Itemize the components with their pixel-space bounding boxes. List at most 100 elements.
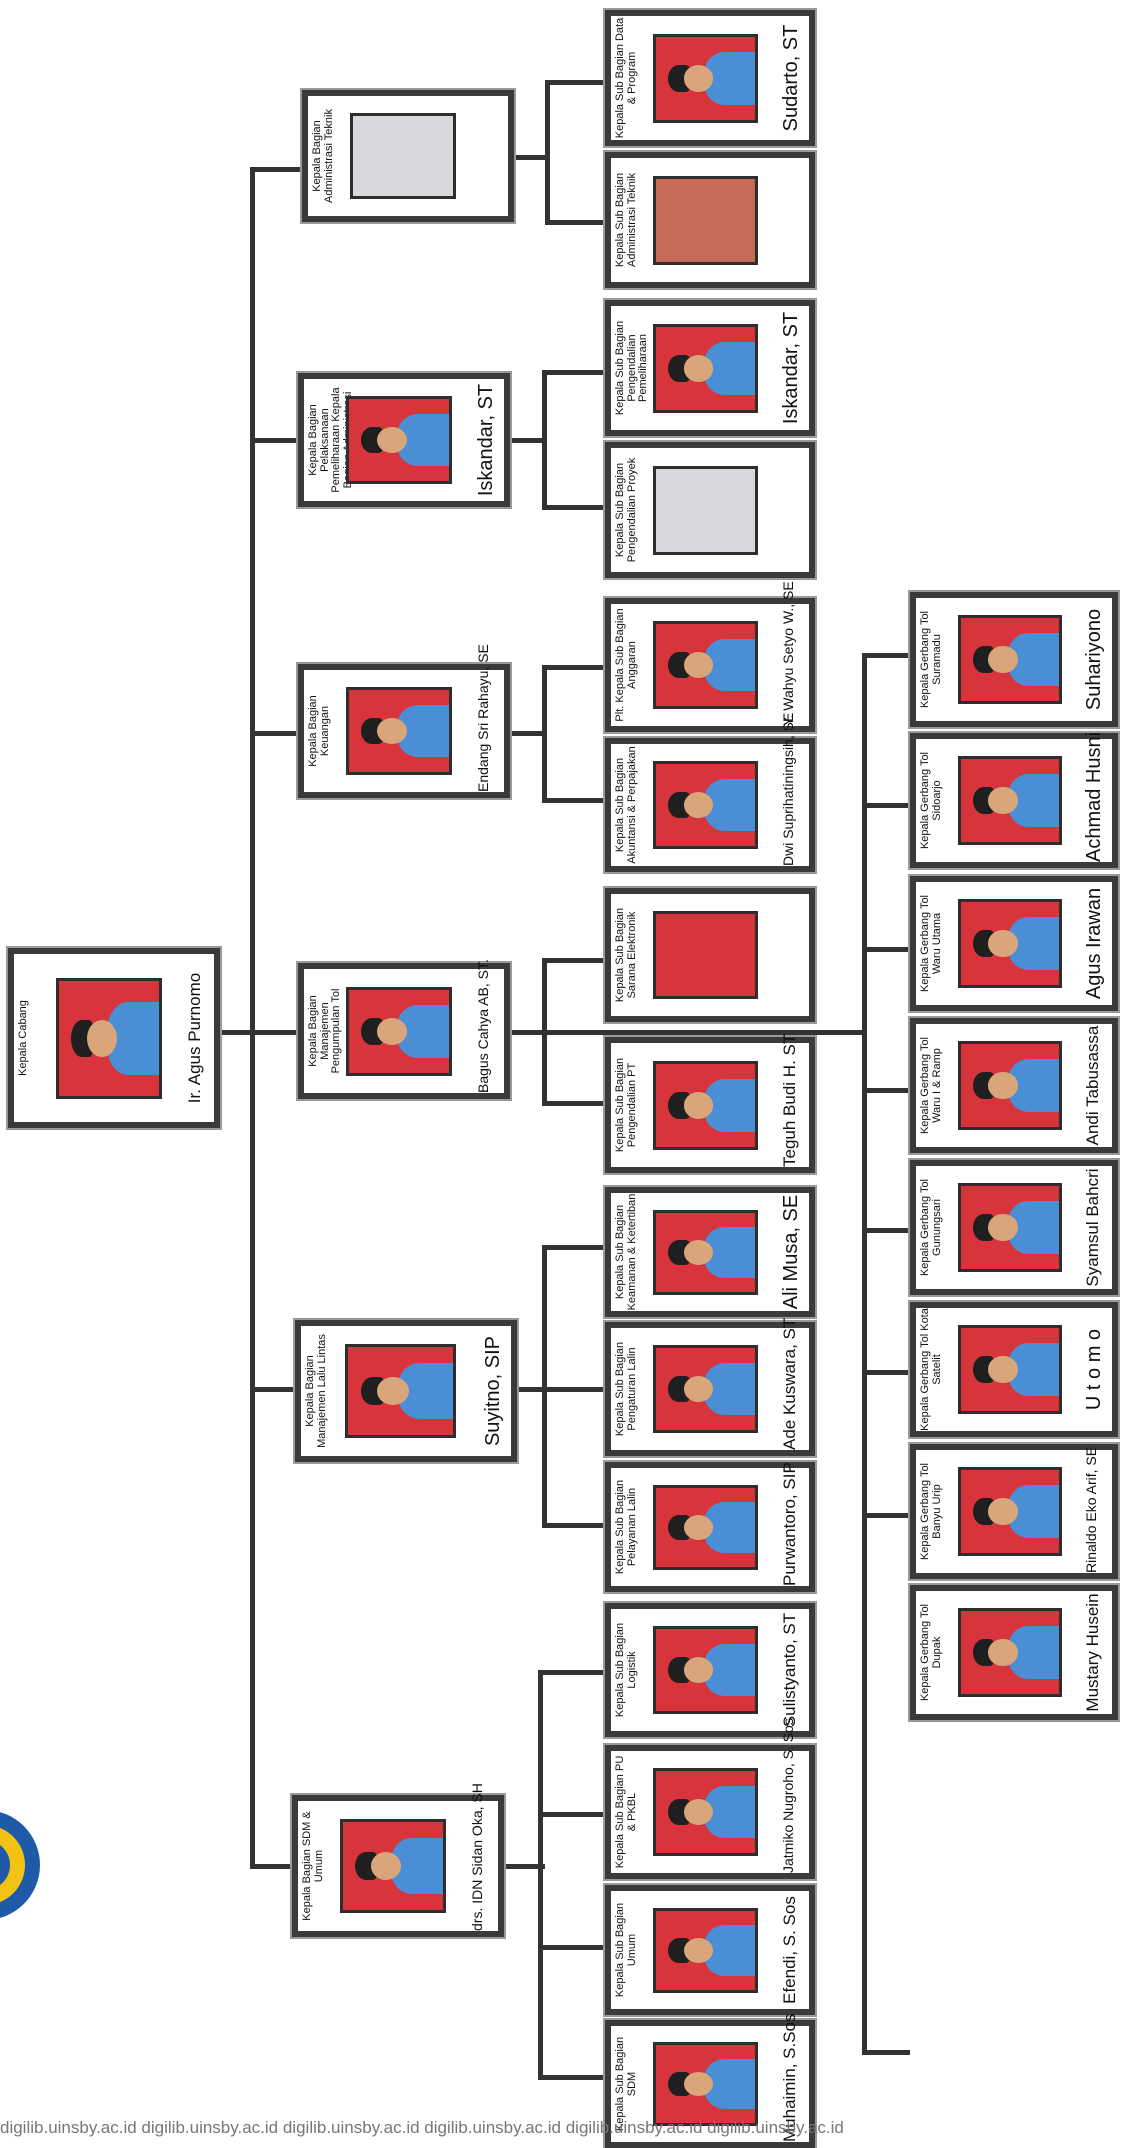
- connector-sub-spine-2: [542, 370, 547, 510]
- person-name: Jatmiko Nugroho, S. Sos: [780, 1718, 796, 1873]
- connector-sub-stub-6: [505, 1864, 545, 1869]
- connector-sub-stub-2: [505, 438, 545, 443]
- connector-gate-8: [862, 2050, 910, 2055]
- portrait-photo: [653, 176, 758, 265]
- portrait-photo: [653, 761, 758, 849]
- connector-gate-2: [862, 803, 910, 808]
- connector-sub-stub-1: [510, 155, 548, 160]
- portrait-photo: [958, 1608, 1062, 1697]
- connector-sub-2b: [542, 505, 605, 510]
- portrait-photo: [345, 1344, 456, 1438]
- portrait-photo: [958, 1467, 1062, 1556]
- connector-dept-4: [250, 1030, 298, 1035]
- company-logo-icon: [0, 1800, 46, 1930]
- position-title: Kepala Bagian SDM & Umum: [301, 1811, 325, 1921]
- position-title: Kepala Sub Bagian Pengendalian PT: [614, 1057, 638, 1153]
- dept-card-administrasi-teknik: Kepala Bagian Administrasi Teknik: [300, 88, 516, 224]
- dept-card-keuangan: Kepala Bagian Keuangan Endang Sri Rahayu,…: [296, 644, 512, 800]
- connector-sub-6b: [538, 1812, 605, 1817]
- portrait-photo: [340, 1819, 446, 1913]
- portrait-photo: [653, 621, 758, 709]
- position-title: Kepala Bagian Manajemen Lalu Lintas: [304, 1334, 328, 1448]
- dept-card-sdm-umum: Kepala Bagian SDM & Umum drs. IDN Sidan O…: [290, 1783, 506, 1939]
- position-title: Kepala Sub Bagian Keamanan & Ketertiban: [614, 1193, 638, 1311]
- person-name: Ali Musa, SE: [780, 1194, 802, 1310]
- position-title: Kepala Gerbang Tol Kota Satelit: [919, 1308, 943, 1431]
- position-title: Kepala Gerbang Tol Waru I & Ramp: [919, 1036, 943, 1135]
- position-title: Kepala Gerbang Tol Suramadu: [919, 610, 943, 709]
- position-title: Kepala Gerbang Tol Banyu Urip: [919, 1462, 943, 1561]
- watermark-footer: digilib.uinsby.ac.id digilib.uinsby.ac.i…: [0, 2118, 844, 2137]
- connector-sub-stub-3: [505, 731, 545, 736]
- sub-card-pengendalian-pemeliharaan: Kepala Sub Bagian Pengendalian Pemelihar…: [603, 298, 817, 438]
- position-title: Kepala Gerbang Tol Sidoarjo: [919, 751, 943, 850]
- position-title: Kepala Bagian Keuangan: [307, 695, 331, 767]
- sub-card-akuntansi: Kepala Sub Bagian Akuntansi & Perpajakan…: [603, 713, 817, 874]
- connector-sub-3a: [542, 665, 605, 670]
- sub-card-pengendalian-proyek: Kepala Sub Bagian Pengendalian Proyek: [603, 440, 817, 580]
- person-name: Sulistyanto, ST: [780, 1612, 799, 1728]
- person-name: Y. Wahyu Setyo W., SE: [780, 581, 796, 726]
- portrait-photo: [653, 1485, 758, 1570]
- person-name: Bagus Cahya AB, ST.: [475, 959, 491, 1093]
- portrait-photo: [653, 1345, 758, 1433]
- person-name: Suyitno, SIP: [482, 1335, 504, 1447]
- connector-sub-2a: [542, 370, 605, 375]
- portrait-photo: [346, 687, 452, 775]
- portrait-photo: [958, 1041, 1062, 1130]
- position-title: Kepala Sub Bagian Umum: [614, 1902, 638, 1998]
- dept-card-pengumpulan-tol: Kepala Bagian Manajemen Pengumpulan Tol B…: [296, 959, 512, 1101]
- position-title: Kepala Sub Bagian Logistik: [614, 1622, 638, 1718]
- position-title: Kepala Bagian Manajemen Pengumpulan Tol: [307, 988, 343, 1074]
- position-title: Kepala Sub Bagian Akuntansi & Perpajakan: [614, 746, 638, 864]
- person-name: Teguh Budi H. ST: [780, 1033, 799, 1167]
- connector-sub-spine-1: [545, 80, 550, 225]
- connector-sub-spine-3: [542, 665, 547, 803]
- portrait-photo: [958, 899, 1062, 988]
- sub-card-logistik: Kepala Sub Bagian Logistik Sulistyanto, S…: [603, 1601, 817, 1739]
- position-title: Kepala Sub Bagian Data & Program: [614, 17, 638, 139]
- connector-sub-3b: [542, 798, 605, 803]
- connector-sub-5c: [542, 1523, 605, 1528]
- connector-dept-spine: [250, 167, 255, 1869]
- portrait-photo: [346, 987, 452, 1076]
- connector-sub-4a: [542, 958, 605, 963]
- sub-card-sarana-elektronik: Kepala Sub Bagian Sarana Elektronik: [603, 886, 817, 1024]
- person-name: drs. IDN Sidan Oka, SH: [469, 1783, 485, 1931]
- portrait-photo: [958, 1183, 1062, 1272]
- portrait-photo: [958, 1325, 1062, 1414]
- person-name: Iskandar, ST: [780, 311, 802, 425]
- position-title: Kepala Sub Bagian PU & PKBL: [614, 1755, 638, 1869]
- person-name: Ir. Agus Purnomo: [185, 972, 204, 1104]
- connector-sub-6a: [538, 1670, 605, 1675]
- connector-dept-6: [250, 1864, 292, 1869]
- portrait-photo: [56, 978, 162, 1099]
- position-title: Kepala Cabang: [17, 1000, 29, 1076]
- position-title: Kepala Sub Bagian Pengaturan Lalin: [614, 1341, 638, 1437]
- connector-dept-5: [250, 1387, 295, 1392]
- sub-card-pengendalian-pt: Kepala Sub Bagian Pengendalian PT Teguh B…: [603, 1033, 817, 1175]
- position-title: Kepala Sub Bagian Administrasi Teknik: [614, 172, 638, 268]
- person-name: Efendi, S. Sos: [780, 1896, 799, 2004]
- portrait-photo: [653, 466, 758, 555]
- position-title: Kepala Gerbang Tol Dupak: [919, 1603, 943, 1702]
- dept-card-pelaksanaan: Kepala Bagian Pelaksanaan Pemeliharaan K…: [296, 371, 512, 509]
- position-title: Kepala Sub Bagian Pelayanan Lalin: [614, 1479, 638, 1575]
- position-title: Kepala Gerbang Tol Waru Utama: [919, 894, 943, 993]
- connector-sub-spine-5: [542, 1245, 547, 1528]
- connector-sub-spine-6: [538, 1670, 543, 2080]
- connector-dept-2: [250, 438, 298, 443]
- person-name: Endang Sri Rahayu, SE: [475, 644, 491, 792]
